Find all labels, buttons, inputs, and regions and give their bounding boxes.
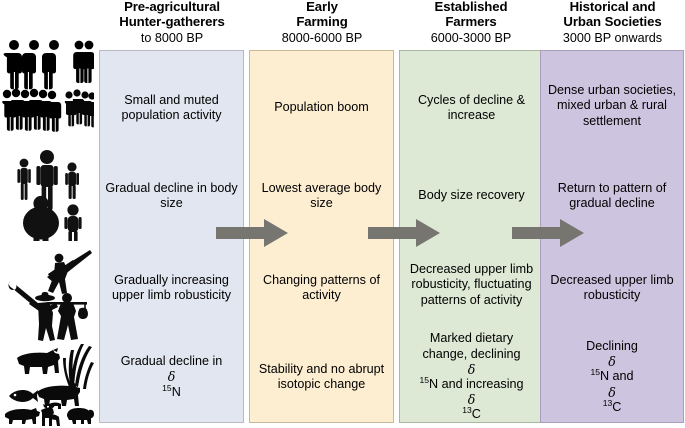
- column-subtitle: 3000 BP onwards: [562, 30, 663, 45]
- livestock-diet-icon: [5, 344, 94, 426]
- labour-activity-icon: [8, 250, 92, 341]
- column-header-pre-agricultural: Pre-agricultural Hunter-gatherers to 800…: [99, 0, 245, 45]
- column-title-line1: Historical and: [569, 0, 656, 14]
- column-panel-historical-urban: Dense urban societies, mixed urban & rur…: [540, 50, 684, 423]
- column-title-line2: Farmers: [445, 13, 497, 29]
- column-panel-established-farmers: Cycles of decline & increase Body size r…: [399, 50, 544, 423]
- column-header-historical-urban: Historical and Urban Societies 3000 BP o…: [540, 0, 685, 45]
- column-title-line2: Hunter-gatherers: [119, 13, 225, 29]
- column-subtitle: 6000-3000 BP: [430, 30, 512, 45]
- column-header-early-farming: Early Farming 8000-6000 BP: [249, 0, 395, 45]
- population-icon-cell: [0, 34, 96, 136]
- column-header-established-farmers: Established Farmers 6000-3000 BP: [396, 0, 546, 45]
- cell-population: Dense urban societies, mixed urban & rur…: [547, 83, 677, 128]
- column-title-line1: Early: [306, 0, 338, 14]
- diet-icon-cell: [0, 344, 96, 428]
- activity-icon-cell: [0, 246, 96, 346]
- cell-body-size: Gradual decline in body size: [105, 180, 238, 210]
- column-title-line2: Farming: [296, 13, 348, 29]
- cell-robusticity: Gradually increasing upper limb robustic…: [112, 272, 231, 302]
- people-group-icon: [2, 40, 94, 132]
- body-size-icon-cell: [0, 140, 96, 242]
- column-title-line1: Pre-agricultural: [124, 0, 220, 14]
- cell-population: Small and muted population activity: [121, 92, 222, 122]
- column-panel-early-farming: Population boom Lowest average body size…: [249, 50, 394, 423]
- cell-robusticity: Decreased upper limb robusticity: [550, 272, 674, 302]
- cell-body-size: Return to pattern of gradual decline: [557, 180, 667, 210]
- body-size-figures-icon: [17, 150, 82, 241]
- cell-body-size: Lowest average body size: [261, 180, 382, 210]
- column-title-line1: Established: [434, 0, 508, 14]
- cell-isotopes: Stability and no abrupt isotopic change: [258, 361, 385, 391]
- cell-population: Population boom: [274, 100, 369, 115]
- cell-robusticity: Changing patterns of activity: [263, 272, 380, 302]
- row-icon-rail: [0, 30, 96, 428]
- column-subtitle: 8000-6000 BP: [281, 30, 363, 45]
- column-subtitle: to 8000 BP: [140, 30, 204, 45]
- cell-robusticity: Decreased upper limb robusticity, fluctu…: [409, 262, 534, 307]
- cell-population: Cycles of decline & increase: [417, 92, 526, 122]
- column-title-line2: Urban Societies: [563, 13, 662, 29]
- column-panel-pre-agricultural: Small and muted population activity Grad…: [99, 50, 244, 423]
- cell-body-size: Body size recovery: [418, 188, 525, 203]
